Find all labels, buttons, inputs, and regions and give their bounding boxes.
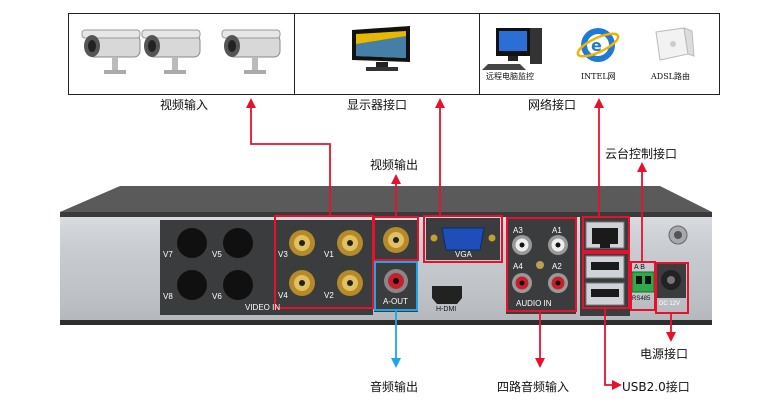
video-out-bnc-port [383,227,409,253]
video-out-callout: 视频输出 [370,158,419,172]
audio-in-rca-port [512,235,532,255]
a3-label: A3 [513,226,523,235]
grounding-screw-icon [668,225,688,245]
v2-label: V2 [324,291,334,300]
bullet-camera-icon [221,29,281,74]
v4-label: V4 [278,291,288,300]
panel-divider [294,14,295,94]
dc-power-jack [661,270,681,290]
usb-callout: USB2.0接口 [622,380,690,394]
v8-label: V8 [163,292,173,301]
usb-port [585,255,625,279]
vga-highlight [423,215,503,263]
arrowheads [246,98,676,390]
hdmi-label: H-DMI [436,306,457,313]
v3-label: V3 [278,250,288,259]
audio-out-rca-port [384,269,408,293]
video-in-highlight [274,215,374,309]
a1-label: A1 [552,226,562,235]
monitor-icon [352,26,410,71]
desktop-pc-icon [482,28,542,70]
v6-label: V6 [212,292,222,301]
bnc-port [289,230,315,256]
ptz-callout: 云台控制接口 [605,147,678,161]
capped-video-port [223,228,253,258]
video-in-callout: 视频输入 [160,98,209,112]
network-callout: 网络接口 [528,98,577,112]
capped-video-port [177,228,207,258]
vga-label: VGA [455,250,472,259]
v1-label: V1 [324,250,334,259]
audio-in-rca-port [512,273,532,293]
network-highlight [582,216,630,252]
intel-net-caption: INTEL网 [581,72,616,81]
rs485-terminal [631,271,655,293]
audio-out-callout: 音频输出 [370,380,419,394]
hdmi-port [432,286,462,304]
a-out-label: A-OUT [383,297,408,306]
bnc-port [337,270,363,296]
dc12v-label: DC 12V [659,301,681,307]
rs485-label: RS485 [632,296,651,302]
bullet-camera-icon [81,29,141,74]
vga-port [430,227,496,251]
bnc-port [289,270,315,296]
audio-in-panel-label: AUDIO IN [516,299,552,308]
audio-in-rca-port [548,235,568,255]
svg-text:e: e [591,36,602,55]
four-audio-in-callout: 四路音频输入 [497,380,570,394]
a4-label: A4 [513,262,523,271]
capped-video-port [177,270,207,300]
video-out-highlight [373,216,419,261]
display-callout: 显示器接口 [347,98,408,112]
panel-divider [479,14,480,94]
adsl-router-caption: ADSL路由 [651,72,690,81]
power-highlight [655,262,689,314]
usb-highlight [582,252,630,309]
audio-in-rca-port [548,273,568,293]
rs485-ab-label: A B [634,264,645,271]
internet-globe-icon: e [576,28,620,62]
a2-label: A2 [552,262,562,271]
v7-label: V7 [163,250,173,259]
audio-in-highlight [506,217,577,312]
ethernet-port [585,221,625,249]
power-callout: 电源接口 [640,347,689,361]
audio-out-arrowhead [391,358,401,368]
v5-label: V5 [212,250,222,259]
bullet-camera-icon [141,29,201,74]
bnc-port [337,230,363,256]
callout-arrows [250,104,672,386]
capped-video-port [223,270,253,300]
usb-port [585,282,625,306]
video-in-panel-label: VIDEO IN [245,303,281,312]
router-icon [655,27,695,61]
remote-monitor-caption: 远程电脑监控 [486,72,534,81]
ground-screw-icon [536,261,544,269]
